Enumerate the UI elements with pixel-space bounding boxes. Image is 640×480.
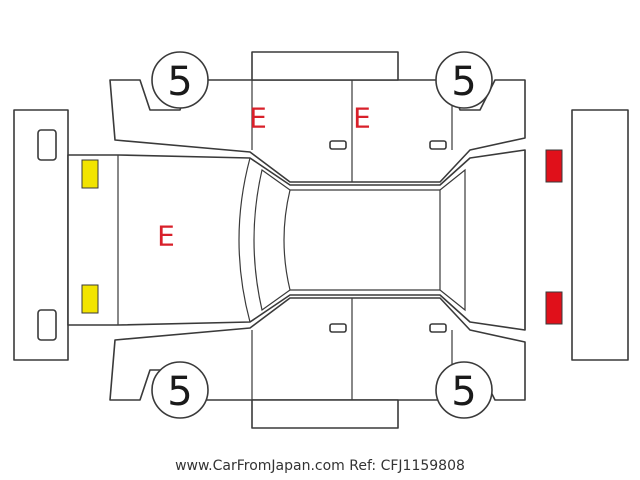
watermark-reference: www.CarFromJapan.com Ref: CFJ1159808 (175, 458, 465, 474)
tire-rear-right-rating: 5 (451, 369, 476, 415)
tire-rear-right: 5 (435, 361, 493, 419)
tire-rear-left: 5 (435, 51, 493, 109)
taillamp-right-marker (545, 291, 563, 325)
headlamp-right-marker (81, 284, 99, 314)
tire-rear-left-rating: 5 (451, 59, 476, 105)
damage-mark-hood: E (157, 220, 175, 253)
taillamp-left-marker (545, 149, 563, 183)
bottom-side-body (109, 297, 526, 429)
tire-front-right-rating: 5 (167, 369, 192, 415)
front-bumper (13, 109, 69, 361)
headlamp-left-marker (81, 159, 99, 189)
tire-front-left-rating: 5 (167, 59, 192, 105)
top-side-body (109, 51, 526, 183)
damage-mark-front-door: E (249, 102, 267, 135)
tire-front-right: 5 (151, 361, 209, 419)
top-view-body (67, 149, 526, 331)
rear-bumper (571, 109, 629, 361)
damage-mark-rear-door: E (353, 102, 371, 135)
tire-front-left: 5 (151, 51, 209, 109)
